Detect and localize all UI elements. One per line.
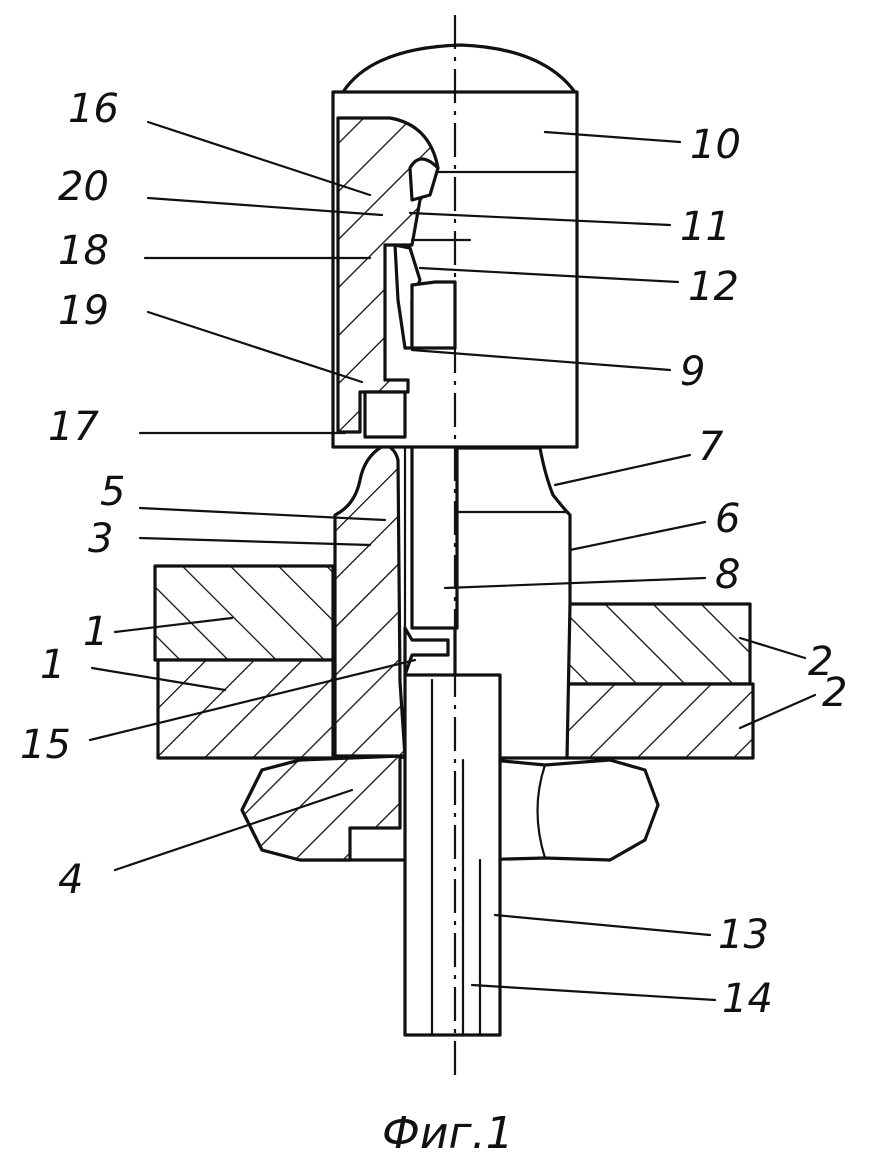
figure-caption: Фиг.1 [382,1108,514,1159]
leader-14 [472,985,715,1000]
callout-9: 9 [680,349,705,395]
leader-7 [555,455,690,485]
callout-6: 6 [715,496,740,542]
callout-1: 1 [83,609,108,655]
callout-11: 11 [680,204,731,250]
rod-outline [405,675,500,1035]
callout-13: 13 [718,912,769,958]
callout-19: 19 [58,288,109,334]
leader-6 [570,522,705,550]
callout-8: 8 [715,552,740,598]
callout-15: 15 [20,722,71,768]
callout-14: 14 [722,976,773,1022]
pin-neck [405,628,448,675]
rod [405,675,500,1035]
callout-10: 10 [690,122,741,168]
callout-1b: 1 [40,642,65,688]
callout-16: 16 [68,86,119,132]
leader-13 [495,915,710,935]
plate-upper-left [155,566,333,660]
callout-3: 3 [88,516,113,562]
plate-lower-left [158,660,333,758]
callout-20: 20 [58,164,109,210]
body-section-left [335,445,405,756]
callout-12: 12 [688,264,739,310]
cap-dome [343,45,577,95]
plate-upper-right [567,604,750,684]
cap-seat [412,282,455,348]
callout-5: 5 [100,469,125,515]
callout-4: 4 [58,857,83,903]
callout-2b: 2 [822,670,847,716]
callout-7: 7 [698,424,724,470]
callout-18: 18 [58,228,109,274]
cap-ring [365,392,405,437]
leader-19 [148,312,362,382]
callout-17: 17 [48,404,99,450]
plate-lower-right [567,684,753,758]
